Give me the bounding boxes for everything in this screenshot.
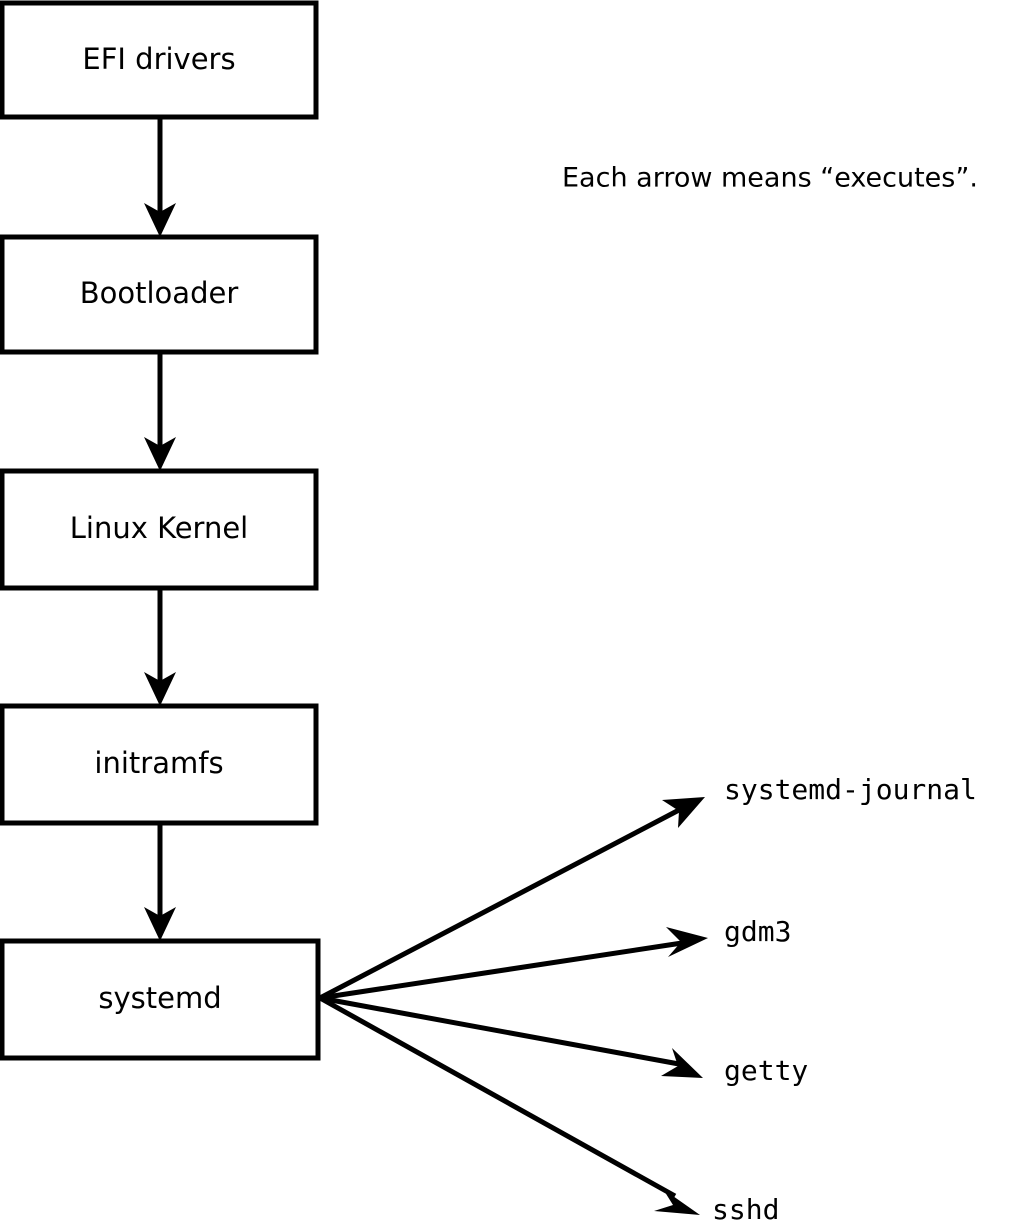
- arrow-head-icon: [144, 672, 176, 706]
- arrow-head-icon: [144, 203, 176, 237]
- arrow-systemd-to-gdm3: [319, 927, 708, 1001]
- service-label-systemd-journal: systemd-journal: [724, 773, 977, 806]
- node-systemd[interactable]: systemd: [0, 938, 321, 1061]
- arrow-initramfs-to-systemd: [144, 823, 176, 941]
- service-label-sshd: sshd: [712, 1193, 779, 1226]
- node-bootloader[interactable]: Bootloader: [0, 234, 319, 355]
- arrow-efi-to-bootloader: [144, 117, 176, 237]
- node-label-systemd: systemd: [98, 981, 221, 1015]
- arrow-head-icon: [666, 927, 708, 957]
- arrow-head-icon: [654, 1189, 700, 1215]
- node-efi-drivers[interactable]: EFI drivers: [0, 0, 319, 120]
- node-initramfs[interactable]: initramfs: [0, 703, 319, 826]
- arrow-kernel-to-initramfs: [144, 588, 176, 706]
- arrow-systemd-to-getty: [319, 995, 703, 1078]
- node-box-bootloader: [0, 234, 319, 355]
- arrow-systemd-to-systemd-journal: [318, 797, 705, 1001]
- arrow-head-icon: [144, 907, 176, 941]
- node-label-initramfs: initramfs: [94, 746, 223, 780]
- arrow-head-icon: [144, 437, 176, 471]
- node-label-bootloader: Bootloader: [80, 276, 239, 310]
- arrow-head-icon: [661, 1048, 703, 1078]
- node-linux-kernel[interactable]: Linux Kernel: [0, 468, 319, 591]
- service-label-getty: getty: [724, 1054, 808, 1087]
- node-box-initramfs: [0, 703, 319, 826]
- node-box-systemd: [0, 938, 321, 1061]
- arrow-bootloader-to-kernel: [144, 352, 176, 471]
- arrow-head-icon: [662, 797, 705, 828]
- service-label-gdm3: gdm3: [724, 915, 791, 948]
- node-label-linux-kernel: Linux Kernel: [70, 511, 248, 545]
- node-box-efi-drivers: [0, 0, 319, 120]
- legend-caption: Each arrow means “executes”.: [562, 163, 978, 194]
- node-label-efi-drivers: EFI drivers: [82, 42, 235, 76]
- arrow-systemd-to-sshd: [318, 995, 700, 1215]
